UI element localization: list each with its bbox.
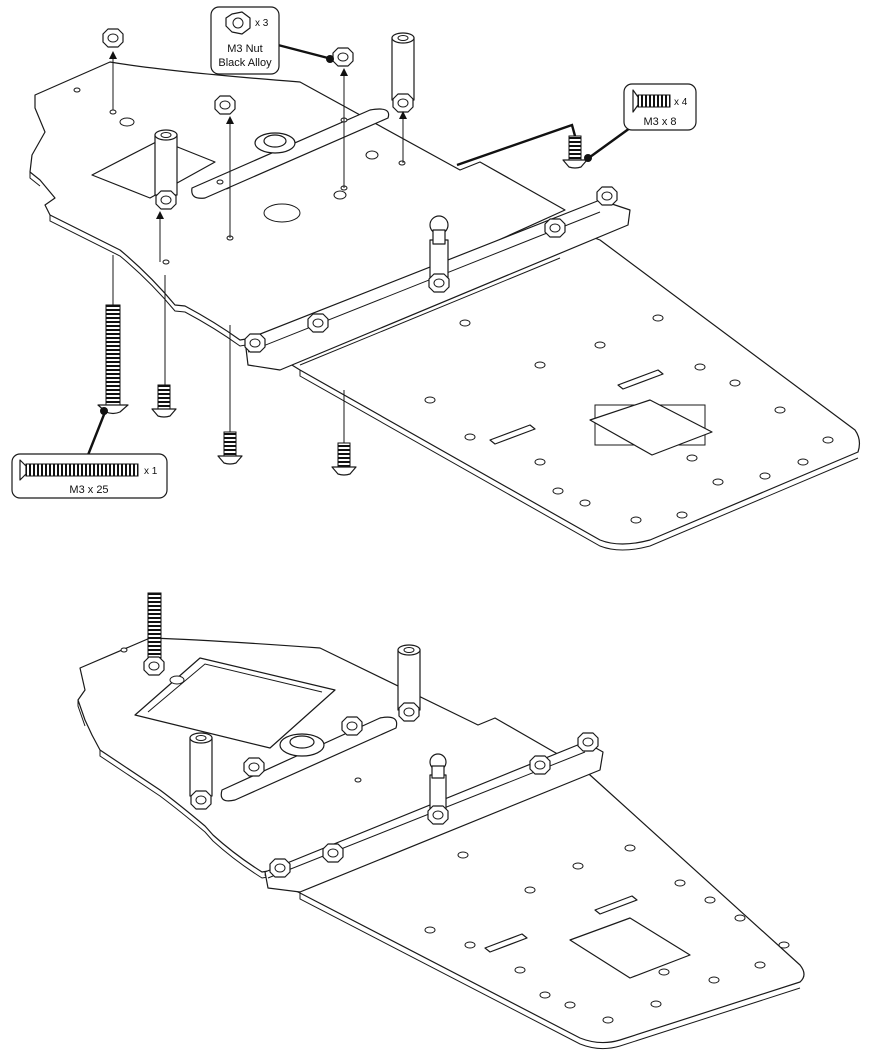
long-screw — [98, 305, 128, 414]
screw-long-label: M3 x 25 — [69, 484, 108, 496]
standoff-left — [155, 130, 177, 209]
short-screw-2 — [218, 432, 242, 464]
nut-floating-1 — [103, 29, 123, 47]
assembled-standoff-left — [190, 733, 212, 809]
standoff-right — [392, 33, 414, 112]
screw-long-qty: x 1 — [144, 466, 158, 477]
exploded-view: x 3 M3 Nut Black Alloy x 4 M3 x 8 — [12, 7, 859, 550]
assembled-standoff-right — [398, 645, 420, 721]
callout-nut: x 3 M3 Nut Black Alloy — [211, 7, 334, 74]
nut-floating-2 — [215, 96, 235, 114]
nut-floating-3 — [333, 48, 353, 66]
nut-label-line2: Black Alloy — [218, 57, 272, 69]
assembled-long-screw — [144, 593, 164, 675]
screw-short-qty: x 4 — [674, 97, 688, 108]
short-screw-3 — [332, 443, 356, 475]
short-screw-1 — [152, 385, 176, 417]
short-screw-4 — [563, 136, 587, 168]
nut-qty: x 3 — [255, 18, 269, 29]
assembled-view — [78, 593, 804, 1049]
screw-short-label: M3 x 8 — [643, 116, 676, 128]
callout-screw-short: x 4 M3 x 8 — [584, 84, 696, 162]
callout-screw-long: x 1 M3 x 25 — [12, 407, 167, 498]
nut-label-line1: M3 Nut — [227, 43, 262, 55]
